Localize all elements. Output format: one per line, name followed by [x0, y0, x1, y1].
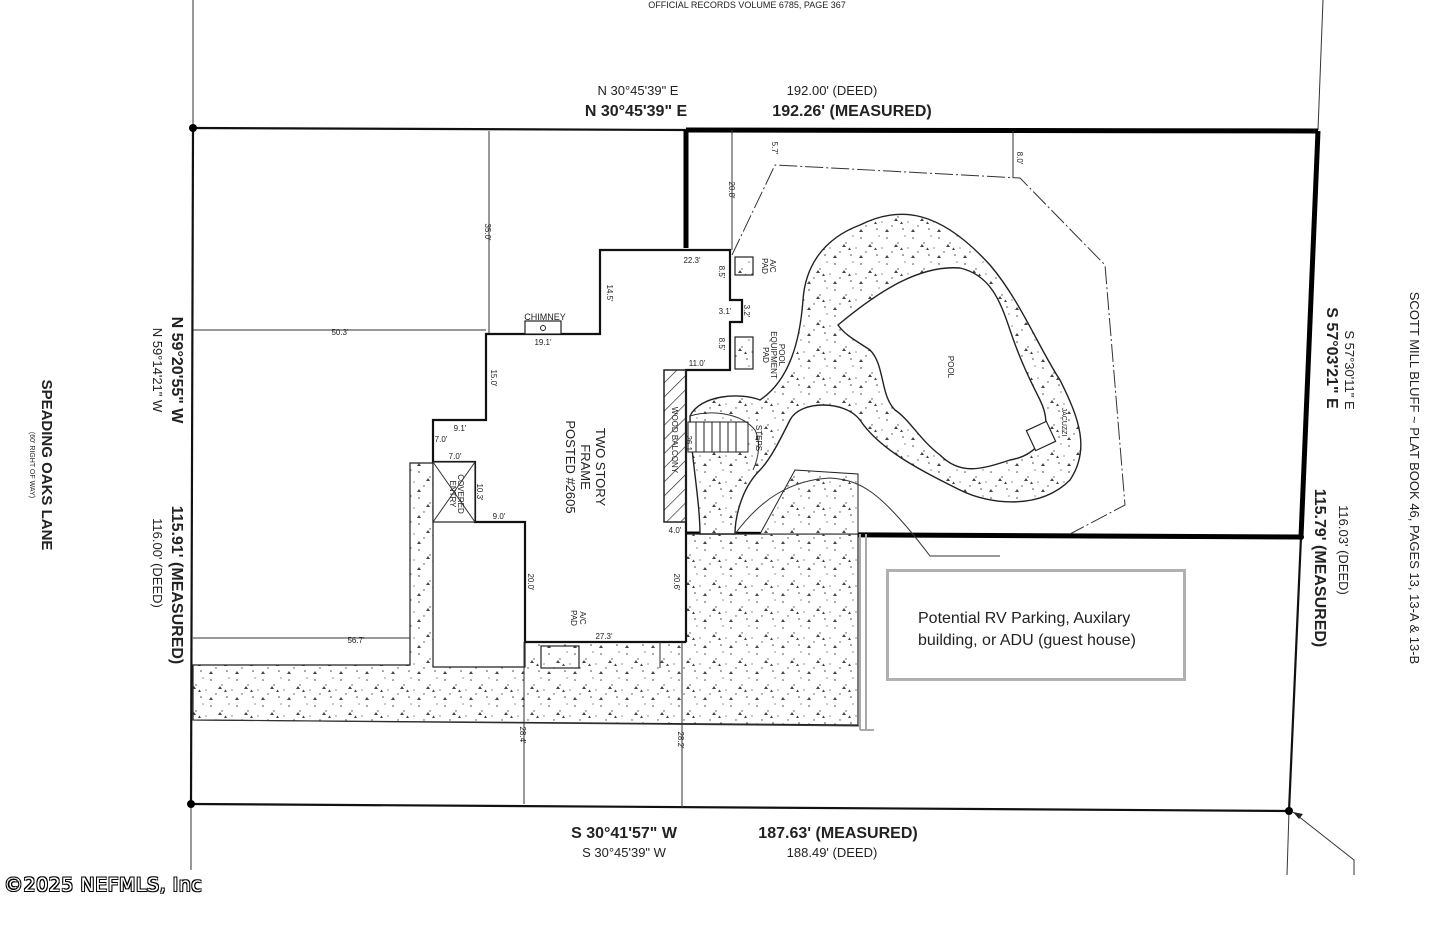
- dim-28-4: 28.4': [518, 726, 527, 744]
- pool-equipment-label-2: EQUIPMENT: [769, 331, 778, 379]
- ac-pad-upper-label-1: A/C: [768, 259, 777, 273]
- steps-label: STEPS: [754, 425, 763, 451]
- dim-50-3: 50.3': [331, 328, 349, 337]
- rv-parking-note: Potential RV Parking, Auxilary building,…: [886, 569, 1186, 681]
- north-distance-deed: 192.00' (DEED): [787, 83, 878, 98]
- south-boundary: [190, 802, 1290, 813]
- west-bearing-deed: N 59°14'21" W: [150, 328, 165, 413]
- ac-pad-upper-label-2: PAD: [760, 258, 769, 274]
- chimney: [524, 320, 562, 335]
- south-distance-measured: 187.63' (MEASURED): [758, 825, 917, 842]
- west-boundary: [189, 127, 195, 805]
- corner-marker-sw: [187, 800, 195, 808]
- dim-7-0a: 7.0': [435, 435, 448, 444]
- dim-9-1: 9.1': [454, 424, 467, 433]
- corner-marker-nw: [189, 124, 197, 132]
- corner-marker-e: [1298, 534, 1304, 540]
- dim-19-1: 19.1': [534, 338, 552, 347]
- dim-4-0: 4.0': [669, 526, 682, 535]
- north-distance-measured: 192.26' (MEASURED): [772, 103, 931, 120]
- dim-8-0: 8.0': [1015, 152, 1024, 165]
- dim-3-1: 3.1': [719, 307, 732, 316]
- rv-parking-note-line2: building, or ADU (guest house): [918, 632, 1136, 649]
- dim-3-2: 3.2': [742, 305, 751, 318]
- jacuzzi: [1025, 420, 1057, 452]
- ac-pad-lower: [540, 645, 580, 669]
- corner-marker-se: [1285, 807, 1293, 815]
- steps: [687, 421, 749, 453]
- pool-label: POOL: [946, 356, 955, 379]
- rv-parking-note-line1: Potential RV Parking, Auxilary: [918, 610, 1131, 627]
- ac-pad-lower-label-1: A/C: [578, 611, 587, 625]
- pool-equipment-label-1: POOL: [777, 344, 786, 367]
- east-distance-measured: 115.79' (MEASURED): [1311, 489, 1328, 648]
- east-boundary: [1298, 130, 1321, 538]
- ac-pad-lower-label-2: PAD: [569, 610, 578, 626]
- driveway-bottom-line: [192, 719, 861, 727]
- official-records-label: OFFICIAL RECORDS VOLUME 6785, PAGE 367: [648, 0, 846, 10]
- north-boundary-east: [685, 127, 1319, 134]
- pool-equipment-pad: [734, 336, 754, 370]
- dim-27-3: 27.3': [595, 632, 613, 641]
- dim-35-0: 35.0': [483, 223, 492, 241]
- pool-equipment-label-3: PAD: [761, 347, 770, 363]
- dim-20-6: 20.6': [672, 573, 681, 591]
- dim-28-2: 28.2': [676, 731, 685, 749]
- walkway-curve: [689, 412, 1000, 557]
- walkway-pad: [759, 469, 859, 535]
- south-bearing-measured: S 30°41'57" W: [571, 825, 678, 842]
- south-bearing-deed: S 30°45'39" W: [582, 845, 667, 860]
- pool-fence: [731, 164, 1126, 535]
- east-bearing-deed: S 57°30'11" E: [1342, 330, 1357, 410]
- covered-entry-label-2: ENTRY: [448, 481, 457, 509]
- dim-15-0: 15.0': [489, 369, 498, 387]
- south-distance-deed: 188.49' (DEED): [787, 845, 878, 860]
- ac-pad-upper: [734, 256, 754, 276]
- frame-right-line-bottom: [1286, 810, 1290, 876]
- pool-outline: [837, 267, 1047, 470]
- dim-10-3: 10.3': [475, 483, 484, 501]
- jacuzzi-label: JACUZZI: [1060, 408, 1067, 437]
- street-name: SPEADING OAKS LANE: [38, 380, 55, 551]
- dim-26-1: 26.1': [684, 435, 693, 453]
- dim-14-5: 14.5': [605, 284, 614, 302]
- house-label-line1: TWO STORY: [593, 428, 608, 507]
- dim-8-5a: 8.5': [717, 266, 726, 279]
- dim-22-3: 22.3': [683, 256, 701, 265]
- wood-balcony: [663, 369, 687, 523]
- subdivision-label: SCOTT MILL BLUFF ~ PLAT BOOK 46, PAGES 1…: [1407, 292, 1422, 664]
- frame-corner-arrow: [1292, 811, 1355, 875]
- dim-56-7: 56.7': [347, 636, 365, 645]
- dim-8-5b: 8.5': [717, 338, 726, 351]
- north-bearing-measured: N 30°45'39" E: [585, 103, 688, 120]
- east-bearing-measured: S 57°03'21" E: [1323, 307, 1340, 409]
- east-distance-deed: 116.03' (DEED): [1336, 505, 1351, 595]
- dimension-lines: [193, 130, 1014, 808]
- dim-7-0b: 7.0': [449, 452, 462, 461]
- north-boundary-west: [192, 126, 687, 132]
- frame-right-line: [1317, 0, 1324, 131]
- wood-balcony-label: WOOD BALCONY: [670, 407, 679, 474]
- north-bearing-deed: N 30°45'39" E: [598, 83, 679, 98]
- dim-11-0: 11.0': [689, 359, 706, 368]
- house-label-line3: POSTED #2605: [563, 420, 578, 513]
- east-boundary-lower: [1287, 536, 1303, 812]
- dim-20-0: 20.0': [526, 573, 535, 591]
- west-bearing-measured: N 59°20'55" W: [168, 317, 185, 425]
- copyright-watermark: ©2025 NEFMLS, Inc: [4, 874, 203, 896]
- covered-entry-label-1: COVERED: [456, 474, 465, 514]
- house-label-line2: FRAME: [578, 444, 593, 490]
- west-distance-measured: 115.91' (MEASURED): [168, 506, 185, 665]
- west-distance-deed: 116.00' (DEED): [150, 518, 165, 608]
- dim-5-7: 5.7': [770, 142, 779, 155]
- chimney-label: CHIMNEY: [524, 312, 566, 322]
- dim-20-8: 20.8': [727, 181, 736, 199]
- dim-9-0: 9.0': [493, 512, 506, 521]
- driveway-edge-double: [859, 534, 874, 731]
- street-right-of-way: (60' RIGHT OF WAY): [28, 432, 35, 498]
